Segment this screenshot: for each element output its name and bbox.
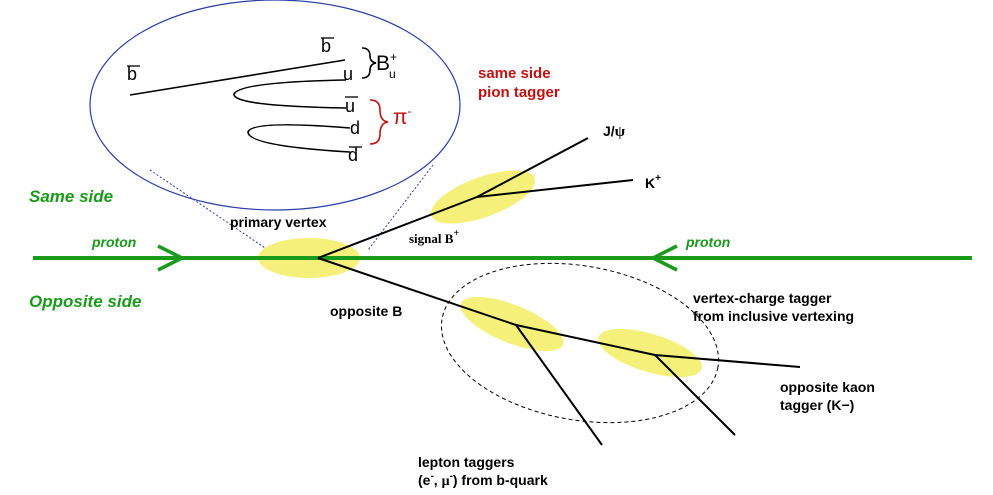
inset-b-top: b xyxy=(321,36,331,56)
proton-label-right: proton xyxy=(685,234,730,250)
same-side-label: Same side xyxy=(29,187,113,206)
opposite-kaon-tagger-label: opposite kaon tagger (K−) xyxy=(780,379,879,413)
bu-label: B+u xyxy=(376,50,397,81)
opposite-side-label: Opposite side xyxy=(29,292,141,311)
proton-label-left: proton xyxy=(91,234,136,250)
inset-quark-lines xyxy=(129,59,351,153)
inset-d-bar: d xyxy=(348,145,358,165)
inset-d: d xyxy=(350,118,360,138)
magnifier-line-right xyxy=(367,164,434,251)
same-side-pion-tagger-label: same side pion tagger xyxy=(478,65,560,101)
inset-b-left: b xyxy=(127,64,137,84)
magnifier-line-left xyxy=(149,169,269,251)
inset-u-bar: u xyxy=(345,96,355,116)
bu-brace xyxy=(361,47,377,79)
signal-b-label: signal B+ xyxy=(409,228,459,246)
kaon-plus-label: K+ xyxy=(645,173,661,191)
primary-vertex-label: primary vertex xyxy=(230,214,327,230)
lepton-taggers-label-line2: (e-, μ-) from b-quark xyxy=(418,471,548,489)
magnifier-circle xyxy=(89,0,461,211)
lepton-track xyxy=(515,324,603,446)
tracks xyxy=(317,137,801,446)
kaon-plus-track xyxy=(476,179,634,198)
b-quark-line xyxy=(129,59,346,96)
opposite-side-region xyxy=(440,262,720,424)
vertex-charge-tagger-label: vertex-charge tagger from inclusive vert… xyxy=(693,290,854,324)
opposite-kaon-track xyxy=(654,354,801,368)
opposite-b-label: opposite B xyxy=(330,303,402,319)
proton-arrow-right xyxy=(649,244,678,272)
proton-arrow-left xyxy=(157,244,186,272)
d-dbar-loop xyxy=(247,124,351,153)
pi-label: π- xyxy=(393,104,412,129)
pi-brace xyxy=(369,99,389,145)
opposite-b-track xyxy=(317,257,517,326)
vertex-charge-track xyxy=(654,354,736,436)
u-ubar-loop xyxy=(233,79,347,109)
jpsi-track xyxy=(476,137,589,198)
signal-b-track xyxy=(317,196,478,259)
inset-u: u xyxy=(343,64,353,84)
lepton-taggers-label: lepton taggers xyxy=(418,454,515,470)
jpsi-label: J/ψ xyxy=(603,123,626,140)
charm-track xyxy=(515,324,656,356)
